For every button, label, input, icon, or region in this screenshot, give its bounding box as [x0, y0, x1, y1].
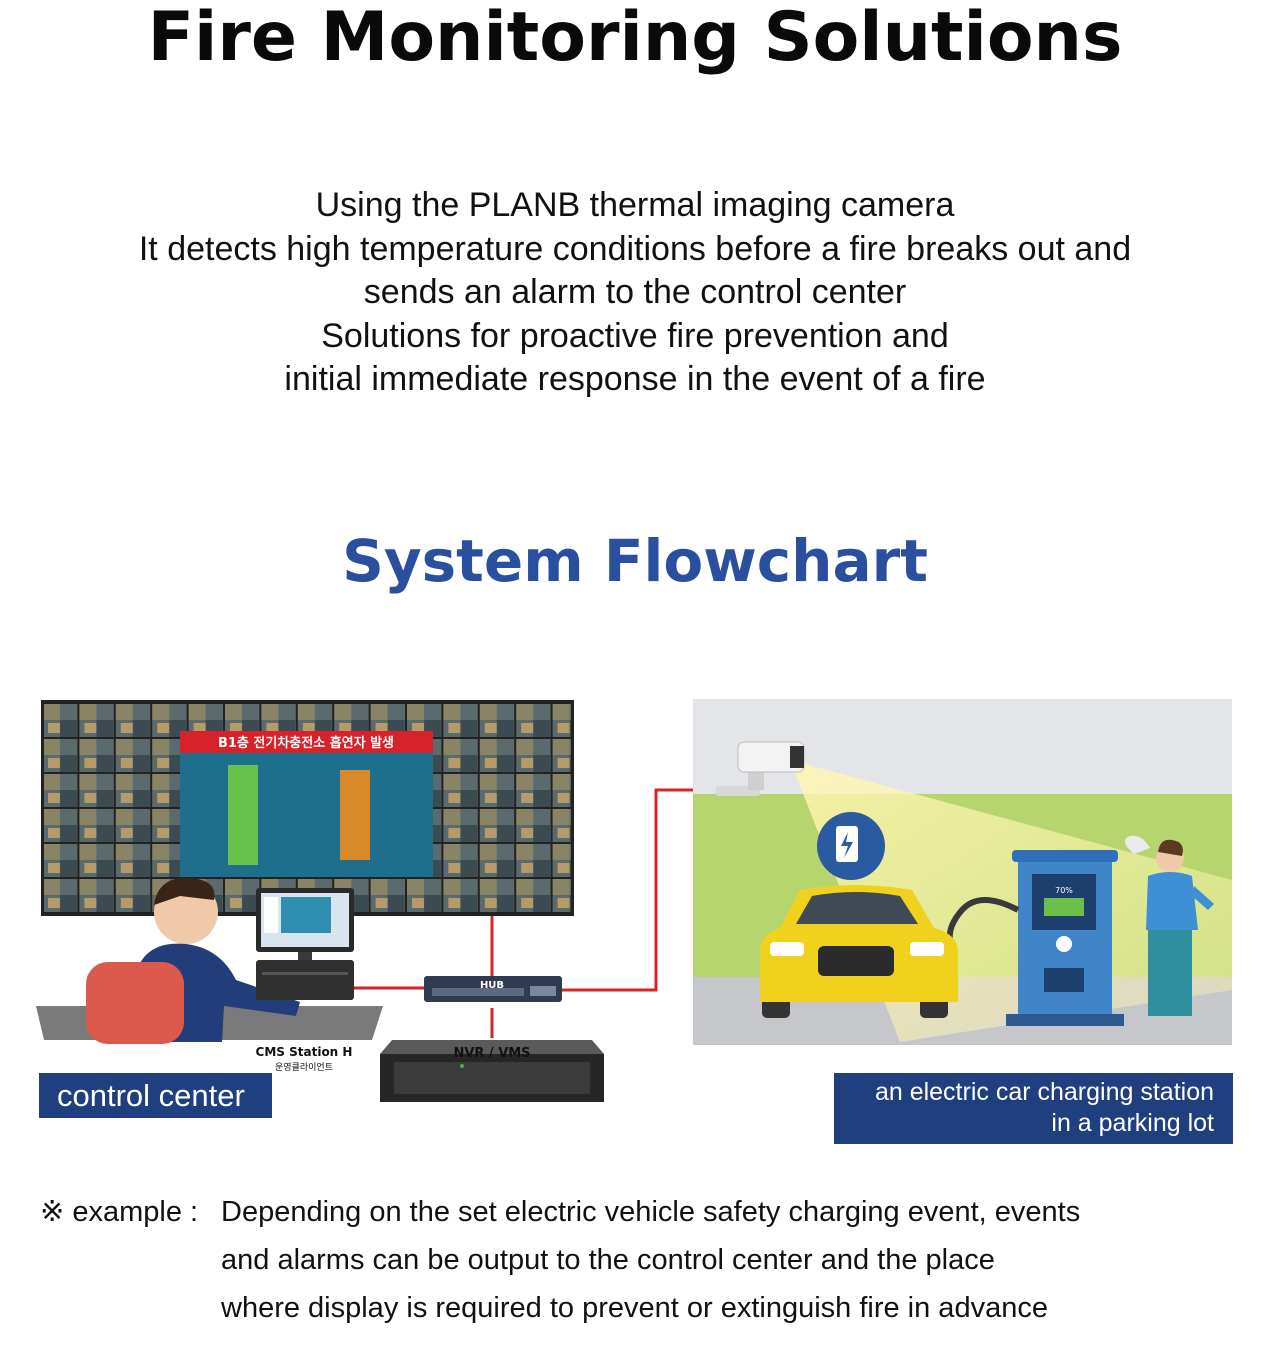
network-connections — [352, 788, 718, 1038]
intro-line: Solutions for proactive fire prevention … — [321, 316, 949, 355]
note-prefix: ※ example : — [40, 1196, 199, 1228]
intro-line: sends an alarm to the control center — [363, 273, 907, 311]
intro-line: initial immediate response in the event … — [284, 360, 986, 398]
smoking-person — [1124, 835, 1214, 1016]
intro-line: It detects high temperature conditions b… — [138, 229, 1132, 268]
alert-text: B1층 전기차충전소 흡연자 발생 — [218, 735, 394, 751]
nvr-label: NVR / VMS — [453, 1046, 530, 1061]
operator-chair — [86, 962, 184, 1044]
charger-display: 70% — [1055, 886, 1073, 895]
ev-charging-sign — [817, 812, 885, 880]
intro-line: Using the PLANB thermal imaging camera — [315, 186, 955, 224]
system-flowchart-diagram: B1층 전기차충전소 흡연자 발생 CMS Station H 운영클라이언트 … — [36, 699, 1232, 1102]
note-line: and alarms can be output to the control … — [221, 1244, 995, 1276]
cms-sublabel: 운영클라이언트 — [275, 1061, 333, 1073]
page-title: Fire Monitoring Solutions — [147, 0, 1123, 77]
intro-text: Using the PLANB thermal imaging camera I… — [0, 184, 1270, 402]
control-center-label: control center — [39, 1073, 272, 1118]
operator-person — [86, 877, 300, 1044]
thermal-feed — [180, 753, 433, 877]
section-title: System Flowchart — [342, 527, 928, 595]
thermal-camera — [716, 741, 805, 796]
alert-banner — [180, 731, 433, 753]
cms-label: CMS Station H — [256, 1045, 353, 1059]
charging-station-label-line: an electric car charging station — [874, 1078, 1214, 1106]
hub-label: HUB — [480, 980, 504, 991]
network-hub — [424, 976, 562, 1002]
yellow-car — [760, 885, 958, 1018]
note-line: Depending on the set electric vehicle sa… — [221, 1196, 1081, 1228]
cms-pc-unit — [256, 960, 354, 1000]
ev-charger — [946, 850, 1124, 1026]
video-wall: B1층 전기차충전소 흡연자 발생 — [41, 700, 574, 916]
line-hub-to-camera — [562, 788, 718, 992]
charging-station-label-line: in a parking lot — [1051, 1109, 1214, 1137]
nvr-unit — [380, 1040, 604, 1102]
charging-station-label: an electric car charging station in a pa… — [834, 1073, 1233, 1144]
cms-monitor — [256, 888, 354, 966]
note-line: where display is required to prevent or … — [221, 1292, 1048, 1324]
